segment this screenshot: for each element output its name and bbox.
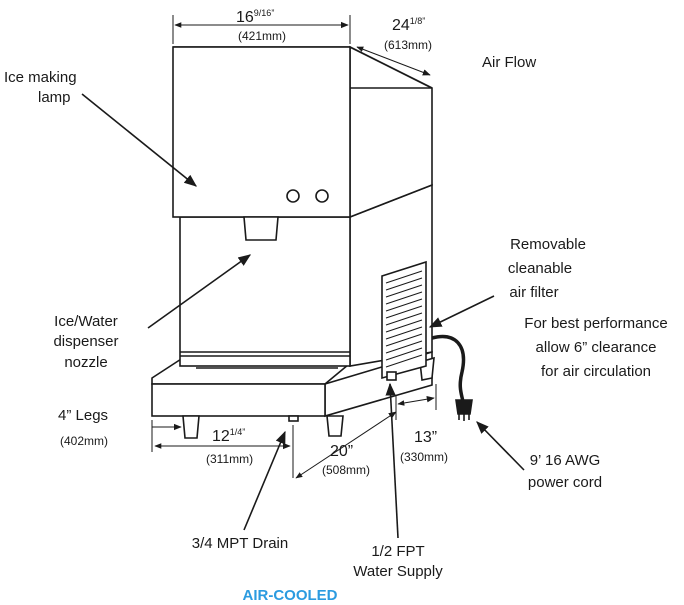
side-mm: (330mm) bbox=[400, 450, 448, 464]
leg-front-right bbox=[326, 415, 344, 437]
power-cord bbox=[431, 334, 466, 403]
drain-label: 3/4 MPT Drain bbox=[192, 535, 288, 552]
ice-lamp-label-2: lamp bbox=[38, 89, 71, 106]
power-label-1: 9’ 16 AWG bbox=[530, 452, 601, 469]
nozzle-label-3: nozzle bbox=[64, 354, 107, 371]
clearance-label-1: For best performance bbox=[524, 315, 667, 332]
depth-mm: (613mm) bbox=[384, 38, 432, 52]
side-dimension: 13” bbox=[414, 429, 437, 446]
ice-lamp-label-1: Ice making bbox=[4, 69, 77, 86]
depth-base-mm: (508mm) bbox=[322, 463, 370, 477]
legs-label: 4” Legs bbox=[58, 407, 108, 424]
clearance-label-2: allow 6” clearance bbox=[536, 339, 657, 356]
water-supply-fitting bbox=[386, 371, 397, 381]
dispenser-nozzle bbox=[243, 216, 279, 241]
legs-mm: (402mm) bbox=[60, 434, 108, 448]
base-front bbox=[151, 383, 326, 417]
width-dimension: 169/16” bbox=[236, 8, 274, 26]
water-label-1: 1/2 FPT bbox=[371, 543, 424, 560]
head-front bbox=[172, 46, 351, 218]
callout-arrows bbox=[81, 93, 525, 539]
drain-fitting bbox=[288, 415, 299, 422]
dispense-button-ice bbox=[286, 189, 300, 203]
leg-front-left bbox=[182, 415, 200, 439]
depth-dimension: 241/8” bbox=[392, 16, 425, 34]
leg-span-dimension: 121/4” bbox=[212, 427, 245, 445]
power-label-2: power cord bbox=[528, 474, 602, 491]
nozzle-label-2: dispenser bbox=[53, 333, 118, 350]
air-filter bbox=[381, 260, 427, 380]
filter-label-2: cleanable bbox=[508, 260, 572, 277]
filter-label-3: air filter bbox=[509, 284, 558, 301]
filter-label-1: Removable bbox=[510, 236, 586, 253]
air-flow-label: Air Flow bbox=[482, 54, 536, 71]
leg-span-mm: (311mm) bbox=[206, 452, 253, 466]
machine-body bbox=[151, 45, 473, 439]
nozzle-label-1: Ice/Water bbox=[54, 313, 118, 330]
dispense-button-water bbox=[315, 189, 329, 203]
power-plug bbox=[455, 399, 473, 421]
clearance-label-3: for air circulation bbox=[541, 363, 651, 380]
depth-base-dimension: 20” bbox=[330, 443, 353, 460]
dimension-lines bbox=[151, 15, 437, 479]
width-mm: (421mm) bbox=[238, 29, 286, 43]
caption-air-cooled: AIR-COOLED bbox=[243, 587, 338, 604]
water-label-2: Water Supply bbox=[353, 563, 443, 580]
